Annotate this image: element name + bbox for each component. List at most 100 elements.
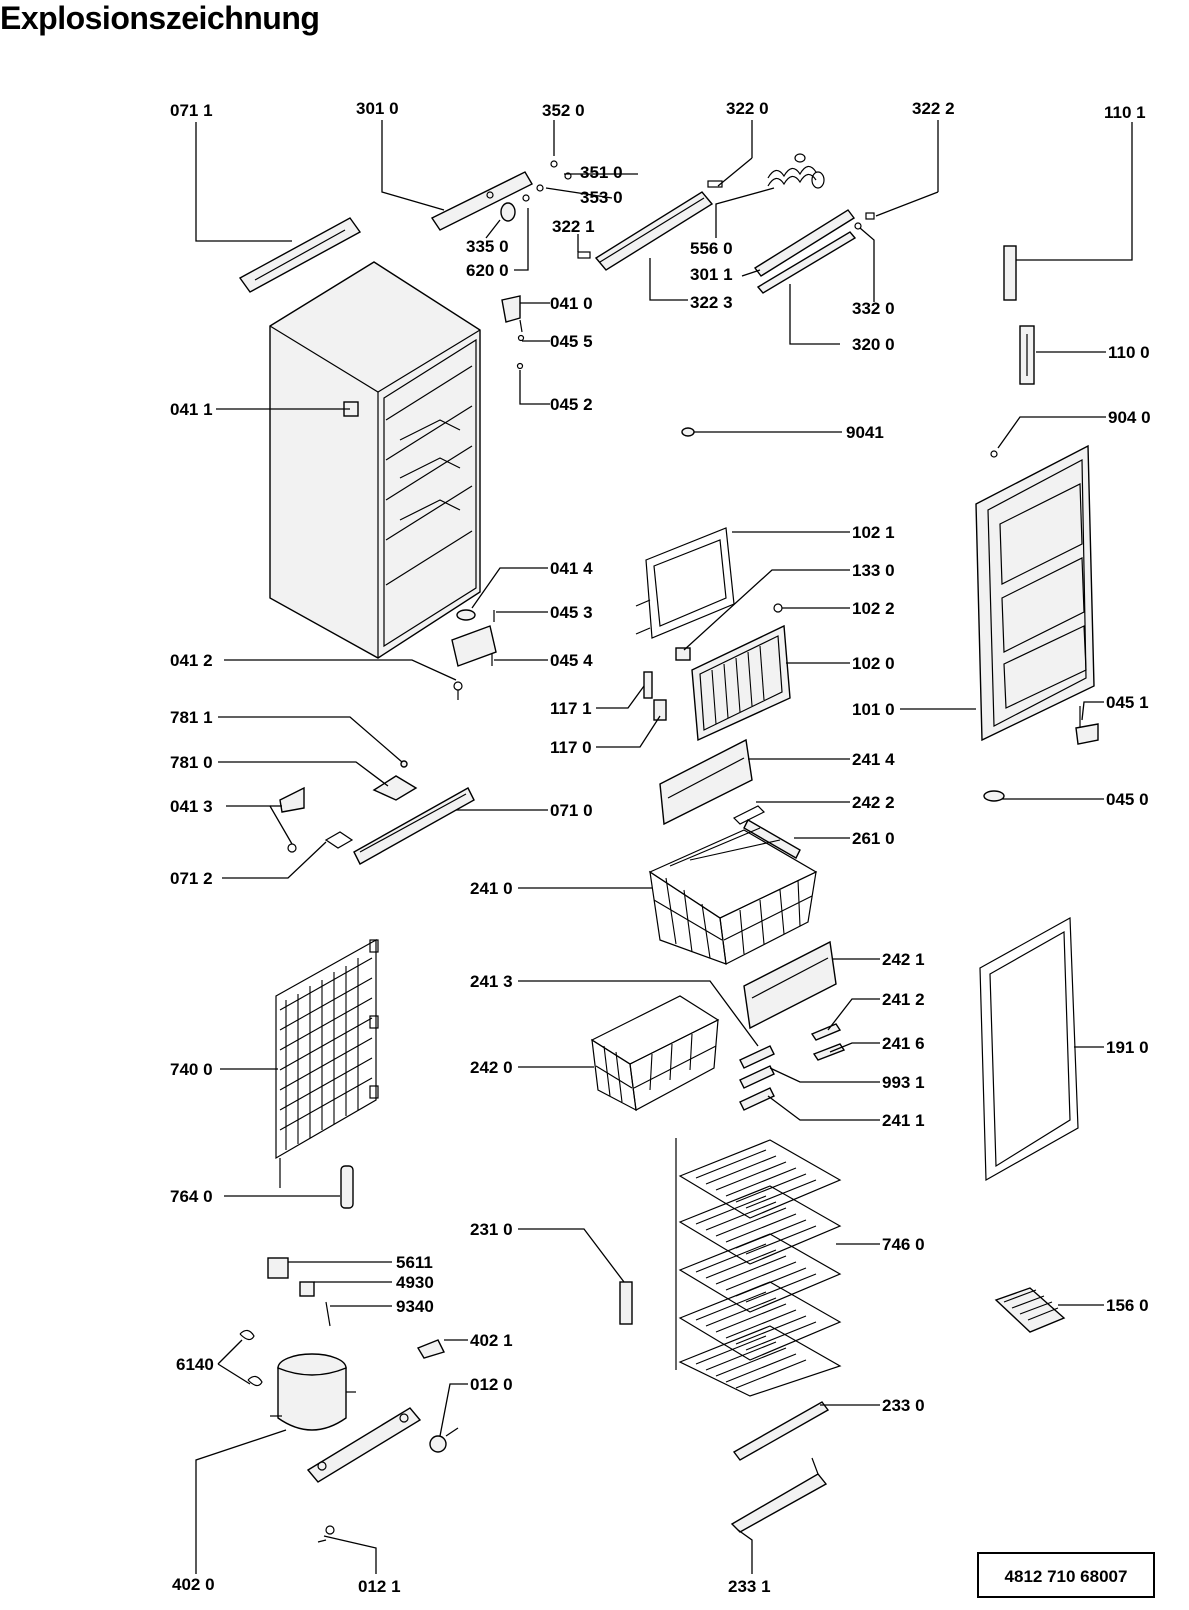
part-label: 9340 [396, 1297, 434, 1316]
small-wire-basket [590, 995, 720, 1112]
part-label: 241 0 [470, 879, 513, 898]
part-label: 117 0 [550, 738, 592, 757]
part-label: 101 0 [852, 700, 895, 719]
ice-tray [994, 1287, 1066, 1333]
grille-panel-part [643, 624, 791, 742]
part-label: 233 0 [882, 1396, 925, 1415]
part-label: 241 6 [882, 1034, 925, 1053]
part-label: 301 1 [690, 265, 733, 284]
small-drawer-flap [743, 940, 837, 1030]
part-label: 012 0 [470, 1375, 513, 1394]
document-number: 4812 710 68007 [1005, 1567, 1128, 1586]
part-label: 045 4 [550, 651, 593, 670]
door-part [975, 444, 1095, 742]
part-label: 110 1 [1104, 103, 1146, 122]
lower-left-bracket [279, 786, 305, 853]
electrical-parts [267, 1257, 331, 1327]
part-label: 241 4 [852, 750, 895, 769]
part-label: 041 4 [550, 559, 593, 578]
small-fittings-top [500, 160, 723, 259]
part-label: 110 0 [1108, 343, 1150, 362]
compressor-base-plate [306, 1407, 422, 1483]
part-label: 242 0 [470, 1058, 513, 1077]
part-label: 322 0 [726, 99, 769, 118]
part-label: 045 1 [1106, 693, 1149, 712]
part-label: 556 0 [690, 239, 733, 258]
strip-parts [739, 1023, 846, 1111]
document-number-box: 4812 710 68007 [977, 1552, 1155, 1598]
part-label: 241 1 [882, 1111, 925, 1130]
part-label: 242 2 [852, 793, 895, 812]
part-label: 045 0 [1106, 790, 1149, 809]
part-label: 156 0 [1106, 1296, 1149, 1315]
filter-drier [340, 1165, 354, 1209]
part-label: 402 1 [470, 1331, 513, 1350]
part-label: 191 0 [1106, 1038, 1149, 1057]
part-label: 322 3 [690, 293, 733, 312]
part-label: 351 0 [580, 163, 623, 182]
compressor-clips [239, 1329, 263, 1387]
part-label: 041 2 [170, 651, 213, 670]
door-gasket [979, 917, 1079, 1182]
part-label: 301 0 [356, 99, 399, 118]
part-label: 117 1 [550, 699, 592, 718]
part-graphics [238, 153, 1099, 1543]
compressor [270, 1353, 356, 1431]
part-label: 241 3 [470, 972, 513, 991]
page-title: Explosionszeichnung [0, 0, 320, 36]
part-label: 740 0 [170, 1060, 213, 1079]
large-wire-basket [648, 827, 818, 965]
clip-parts [681, 427, 998, 458]
top-rail-part [238, 217, 362, 293]
strip-pair-part [753, 209, 875, 294]
part-label: 620 0 [466, 261, 509, 280]
part-label: 041 0 [550, 294, 593, 313]
door-hinge-parts [983, 706, 1099, 802]
part-label: 071 2 [170, 869, 213, 888]
drawer-flap-part [659, 738, 801, 859]
evaporator-shelves [675, 1138, 842, 1397]
part-label: 9041 [846, 423, 884, 442]
part-label: 102 2 [852, 599, 895, 618]
hinge-strip-part [430, 171, 533, 231]
part-label: 241 2 [882, 990, 925, 1009]
part-label: 904 0 [1108, 408, 1151, 427]
part-label: 041 1 [170, 400, 213, 419]
part-label: 045 2 [550, 395, 593, 414]
part-label: 353 0 [580, 188, 623, 207]
part-label: 4930 [396, 1273, 434, 1292]
part-label: 6140 [176, 1355, 214, 1374]
flap-frame-part [635, 527, 783, 661]
part-label: 233 1 [728, 1577, 771, 1596]
part-label: 5611 [396, 1253, 433, 1272]
side-rail-part [619, 1281, 633, 1325]
part-label: 102 0 [852, 654, 895, 673]
part-label: 322 2 [912, 99, 955, 118]
part-label: 045 3 [550, 603, 593, 622]
part-label: 781 1 [170, 708, 213, 727]
top-hinge-bracket [501, 295, 525, 370]
part-label: 102 1 [852, 523, 895, 542]
part-label: 320 0 [852, 335, 895, 354]
long-bar-part [594, 191, 714, 271]
part-label: 993 1 [882, 1073, 925, 1092]
spring-part [767, 153, 825, 189]
part-label: 352 0 [542, 101, 585, 120]
condenser-coil [275, 938, 379, 1188]
part-label: 332 0 [852, 299, 895, 318]
base-feet [730, 1401, 830, 1533]
part-label: 261 0 [852, 829, 895, 848]
part-label: 045 5 [550, 332, 593, 351]
part-label: 322 1 [552, 217, 595, 236]
part-label: 402 0 [172, 1575, 215, 1594]
bottom-rail-part [324, 787, 475, 865]
part-label: 764 0 [170, 1187, 213, 1206]
lower-small-parts [372, 760, 418, 801]
part-label: 746 0 [882, 1235, 925, 1254]
compressor-fasteners [317, 1339, 459, 1543]
part-label: 335 0 [466, 237, 509, 256]
part-label: 231 0 [470, 1220, 513, 1239]
part-label: 071 1 [170, 101, 213, 120]
part-label: 041 3 [170, 797, 213, 816]
